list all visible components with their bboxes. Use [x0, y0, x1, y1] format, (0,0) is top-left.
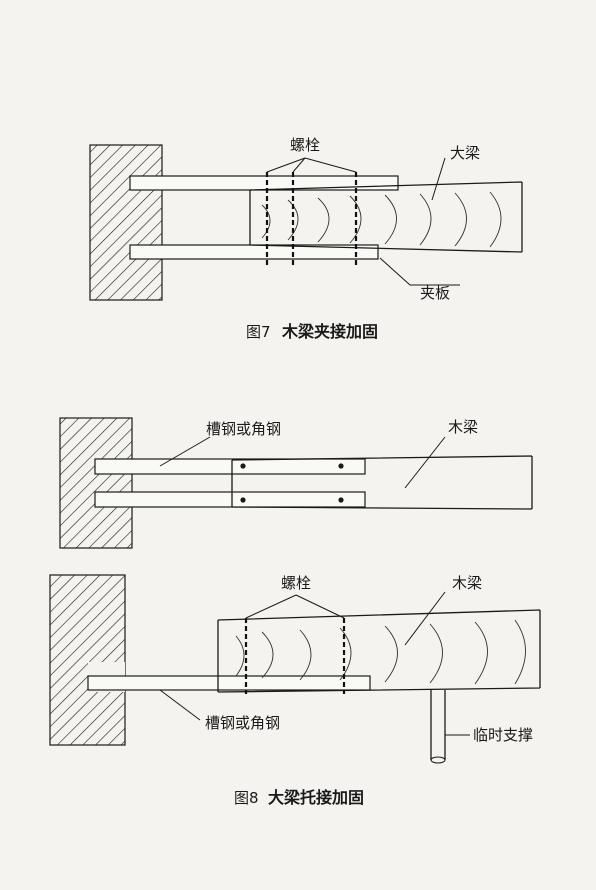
fig7-caption-text: 木梁夹接加固: [281, 322, 378, 341]
fig8-top-beam-label: 木梁: [448, 418, 478, 436]
fig8-bottom-bolt-label: 螺栓: [281, 574, 311, 592]
fig8-bottom-support: [430, 690, 446, 760]
fig8-bottom-wall: [49, 574, 126, 746]
fig8-top-bolt-dot-1: [240, 463, 246, 469]
fig7-bolt-label: 螺栓: [290, 136, 320, 154]
fig8-top-bolt-dot-2: [338, 463, 344, 469]
fig8-top-bolt-dot-4: [338, 497, 344, 503]
fig8-bottom-channel-leader: [159, 689, 201, 721]
fig8-top-wall: [59, 417, 133, 549]
figure-7: 螺栓 大梁 夹板 图7 木梁夹接加固: [89, 136, 523, 341]
fig8-top-bolt-dot-3: [240, 497, 246, 503]
fig8-bottom-beam-leader: [404, 591, 446, 646]
fig8-top-beam-leader: [404, 436, 446, 489]
fig8-bottom-support-label: 临时支撑: [473, 726, 533, 744]
fig7-top-plate: [129, 175, 399, 191]
fig8-top-upper-channel: [94, 458, 366, 475]
fig8-top-beam: [231, 455, 533, 510]
fig8-caption-text: 大梁托接加固: [268, 788, 364, 807]
fig8-bottom-bolt-leader: [245, 594, 345, 619]
fig7-plate-leader: [379, 257, 460, 286]
figure-8-top: 槽钢或角钢 木梁: [59, 417, 533, 549]
fig8-bottom-beam-label: 木梁: [452, 574, 482, 592]
fig7-wood-grain: [261, 191, 502, 248]
fig8-bottom-channel: [87, 675, 371, 691]
fig7-wall: [89, 144, 163, 301]
fig7-beam-leader: [431, 157, 446, 201]
figure-8-bottom: 螺栓 木梁 槽钢或角钢 临时支撑 图8 大梁托接加固: [49, 574, 541, 807]
fig7-beam-label: 大梁: [450, 144, 480, 162]
fig7-plate-label: 夹板: [420, 284, 450, 302]
fig8-top-channel-label: 槽钢或角钢: [206, 420, 281, 438]
fig8-bottom-wood-grain: [235, 619, 526, 685]
fig8-bottom-channel-label: 槽钢或角钢: [205, 714, 280, 732]
fig8-bottom-support-base: [430, 756, 446, 764]
fig8-caption-number: 图8: [234, 789, 259, 807]
fig7-beam: [249, 181, 523, 253]
fig8-top-channel-leader: [159, 436, 211, 467]
fig8-bottom-beam: [217, 609, 541, 693]
fig8-top-lower-channel: [94, 491, 366, 508]
fig7-caption-number: 图7: [246, 323, 271, 341]
fig7-bolt-leader: [266, 157, 357, 173]
